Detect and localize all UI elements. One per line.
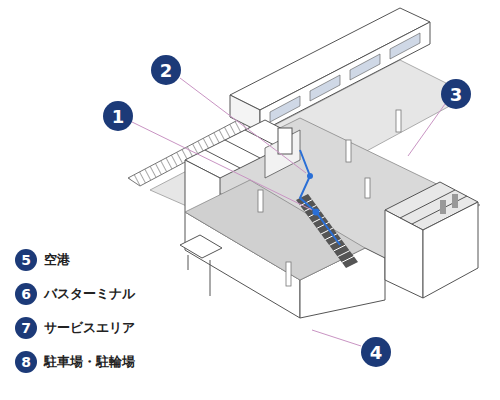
callout-number: 8 — [15, 351, 37, 373]
route-dot — [313, 209, 320, 216]
callout-number: 2 — [151, 55, 181, 85]
canopy — [180, 235, 222, 258]
callout-number: 5 — [15, 249, 37, 271]
legend-text: サービスエリア — [44, 319, 135, 337]
route-line — [300, 150, 340, 245]
staircase — [296, 194, 358, 268]
annex — [385, 182, 478, 298]
pillar — [258, 110, 401, 286]
leader-line — [132, 78, 445, 346]
train — [230, 8, 430, 132]
lower-floor — [185, 180, 365, 280]
callout-number: 7 — [15, 317, 37, 339]
callout-number: 6 — [15, 283, 37, 305]
legend-text: 空港 — [44, 251, 70, 269]
callout-number: 4 — [361, 337, 391, 367]
legend-text: バスターミナル — [44, 285, 135, 303]
route-dot — [307, 173, 313, 179]
callout-number: 1 — [103, 101, 133, 131]
legend-text: 駐車場・駐輪場 — [44, 353, 135, 371]
callout-number: 3 — [441, 79, 471, 109]
